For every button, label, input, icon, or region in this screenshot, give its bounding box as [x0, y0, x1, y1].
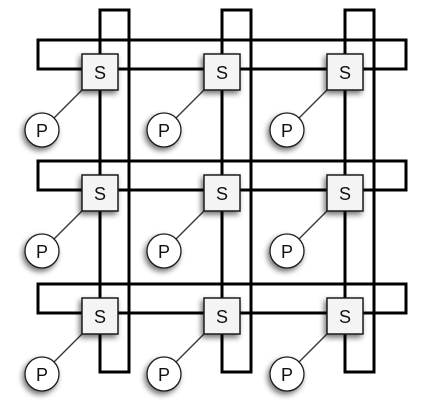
link-line: [173, 208, 207, 242]
switch-box: [326, 53, 364, 91]
switch-label: S: [339, 184, 351, 204]
switch-node: S: [326, 297, 364, 335]
switch-node: S: [81, 174, 119, 212]
switch-label: S: [339, 63, 351, 83]
switch-box: [326, 174, 364, 212]
processor-label: P: [36, 121, 48, 141]
processor-label: P: [36, 242, 48, 262]
link-line: [51, 87, 85, 121]
switch-node: S: [326, 53, 364, 91]
processor-circle: [146, 356, 182, 392]
processor-circle: [146, 233, 182, 269]
switch-node: S: [203, 297, 241, 335]
link-line: [173, 87, 207, 121]
switch-label: S: [94, 63, 106, 83]
processor-circle: [24, 112, 60, 148]
processor-circle: [24, 233, 60, 269]
processor-node: P: [24, 233, 60, 269]
switch-label: S: [216, 184, 228, 204]
switch-node: S: [81, 297, 119, 335]
switch-label: S: [94, 184, 106, 204]
processor-label: P: [281, 242, 293, 262]
processor-node: P: [269, 112, 305, 148]
processor-node: P: [269, 233, 305, 269]
link-line: [173, 331, 207, 365]
switch-node: S: [203, 174, 241, 212]
switch-box: [203, 53, 241, 91]
switch-box: [203, 174, 241, 212]
switch-label: S: [216, 307, 228, 327]
processor-circle: [146, 112, 182, 148]
processor-node: P: [24, 112, 60, 148]
switch-node: S: [81, 53, 119, 91]
processor-label: P: [158, 365, 170, 385]
processor-label: P: [281, 365, 293, 385]
link-line: [296, 331, 330, 365]
link-line: [51, 208, 85, 242]
processor-node: P: [24, 356, 60, 392]
switch-box: [81, 53, 119, 91]
processor-label: P: [281, 121, 293, 141]
processor-label: P: [158, 242, 170, 262]
processor-circle: [269, 233, 305, 269]
switch-box: [81, 297, 119, 335]
processor-label: P: [158, 121, 170, 141]
link-line: [296, 208, 330, 242]
processor-node: P: [146, 356, 182, 392]
switch-node: S: [326, 174, 364, 212]
switch-label: S: [216, 63, 228, 83]
processor-links: [51, 87, 330, 365]
switch-node: S: [203, 53, 241, 91]
processors: P P P P P P P P P: [24, 112, 305, 392]
switch-box: [326, 297, 364, 335]
processor-circle: [269, 356, 305, 392]
switches: S S S S S S S S S: [81, 53, 364, 335]
processor-circle: [24, 356, 60, 392]
switch-label: S: [339, 307, 351, 327]
switch-box: [81, 174, 119, 212]
processor-circle: [269, 112, 305, 148]
link-line: [296, 87, 330, 121]
processor-node: P: [146, 233, 182, 269]
switch-label: S: [94, 307, 106, 327]
processor-label: P: [36, 365, 48, 385]
link-line: [51, 331, 85, 365]
processor-node: P: [269, 356, 305, 392]
processor-node: P: [146, 112, 182, 148]
switch-box: [203, 297, 241, 335]
